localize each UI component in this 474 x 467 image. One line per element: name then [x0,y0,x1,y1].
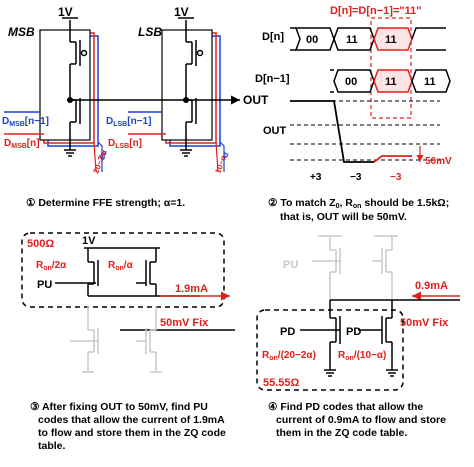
dn1-waveform [330,69,451,93]
pd-label-2: PD [346,326,361,338]
panel3-caption-2: codes that allow the current of 1.9mA [38,414,225,426]
d-msb-prev-label: DMSB[n−1] [2,116,49,128]
dn1-bit-3: 11 [424,76,436,88]
level-50mv: 50mV [425,156,452,167]
pd-fix-label: 50mV Fix [400,317,449,329]
pu-vdd-label: 1V [82,235,96,247]
pd-label-1: PD [280,326,295,338]
pu-ron1: Ron/2α [36,260,67,272]
panel2-caption-line2: that is, OUT will be 50mV. [280,211,407,223]
panel2-header: D[n]=D[n−1]="11" [330,5,421,17]
level-minus3-b: −3 [390,172,402,183]
pu-dashed-box [21,232,225,308]
dn-bit-3: 11 [385,34,397,46]
lsb-vdd-label: 1V [174,5,189,19]
pd-circuit [300,300,398,377]
pu-res-label: 500Ω [27,238,54,250]
panel2-caption-line1: ② To match Z0, Ron should be 1.5kΩ; [268,197,449,210]
msb-rest-label: 20−2α [91,150,107,175]
dn-waveform [290,27,446,51]
panel3-caption-1: ③ After fixing OUT to 50mV, find PU [30,401,208,413]
pu-ghost-pd [70,306,162,373]
lsb-block [161,29,213,141]
panel4-caption-3: them in the ZQ code table. [276,427,407,439]
pd-ron1: Ron/(20−2α) [262,350,316,362]
msb-block [39,29,91,141]
msb-label: MSB [8,25,35,39]
panel4-caption-2: current of 0.9mA to flow and store [276,414,446,426]
msb-vdd-label: 1V [58,5,73,19]
panel3-caption-3: to flow and store them in the ZQ code [38,427,226,439]
lsb-rest-label: 10−α [213,154,228,175]
lsb-alpha-label: α [220,151,230,159]
pd-ghost-pu [312,235,398,300]
lsb-label: LSB [138,25,162,39]
pd-current-label: 0.9mA [415,280,448,292]
pu-fix-label: 50mV Fix [160,317,209,329]
dn-bit-1: 00 [306,34,318,46]
out-label: OUT [243,93,269,107]
panel4-caption-1: ④ Find PD codes that allow the [268,401,423,413]
pd-res-label: 55.55Ω [263,377,300,389]
pu-label: PU [37,279,52,291]
dn1-bit-2: 11 [385,76,397,88]
pd-ghost-pu-label: PU [283,259,298,271]
dn1-label: D[n−1] [255,73,290,85]
panel3-caption-4: table. [38,440,66,452]
dn1-bit-1: 00 [345,76,357,88]
pu-current-label: 1.9mA [175,283,208,295]
dn-bit-2: 11 [346,34,358,46]
panel1-schematic [4,17,240,173]
panel2-out-label: OUT [263,125,287,137]
d-lsb-prev-label: DLSB[n−1] [106,116,151,128]
level-plus3: +3 [310,172,322,183]
dn-label: D[n] [262,31,284,43]
pu-ron2: Ron/α [108,260,134,272]
msb-alpha-label: 2α [97,149,109,161]
level-minus3-a: −3 [350,172,362,183]
pd-ron2: Ron/(10−α) [338,350,386,362]
d-lsb-cur-label: DLSB[n] [108,138,142,150]
d-msb-cur-label: DMSB[n] [4,138,40,150]
panel1-caption: ① Determine FFE strength; α=1. [26,197,185,209]
out-waveform [290,100,440,163]
